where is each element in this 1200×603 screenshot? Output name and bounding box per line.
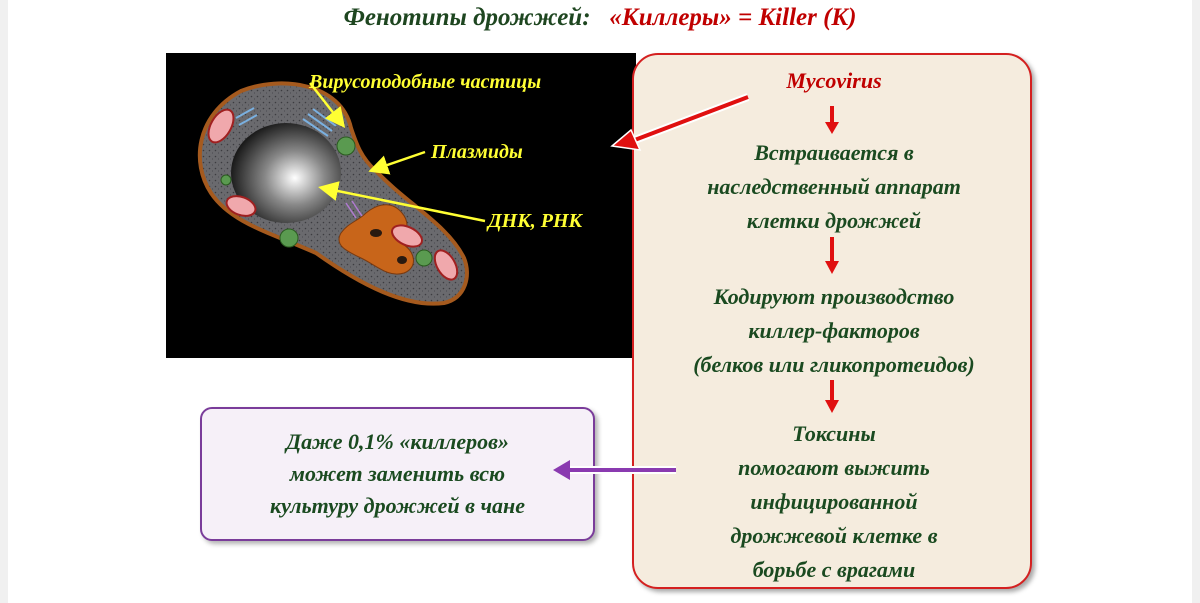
right-margin-bar: [1192, 0, 1200, 603]
title-killer: «Киллеры» = Killer (K): [609, 4, 857, 31]
flow-step3-line2: помогают выжить: [738, 455, 930, 480]
flow-step3-line4: дрожжевой клетке в: [730, 523, 938, 548]
flow-step3-line1: Токсины: [792, 421, 876, 446]
flow-step2-line3: (белков или гликопротеидов): [693, 352, 975, 377]
yeast-cell-illustration: Вирусоподобные частицы Плазмиды ДНК, РНК: [166, 53, 636, 358]
mycovirus-flow-box: Mycovirus Встраивается в наследственный …: [632, 53, 1032, 589]
flow-step3-line5: борьбе с врагами: [752, 557, 916, 582]
flow-step1-line3: клетки дрожжей: [746, 208, 922, 233]
page-title: Фенотипы дрожжей: «Киллеры» = Killer (K): [0, 4, 1200, 32]
killer-note-box: Даже 0,1% «киллеров» может заменить всю …: [200, 407, 595, 541]
flow-step1-line2: наследственный аппарат: [707, 174, 961, 199]
flow-step2-line2: киллер-факторов: [748, 318, 920, 343]
flow-step1-line1: Встраивается в: [754, 140, 914, 165]
label-dna-rna: ДНК, РНК: [488, 210, 583, 232]
mitochondria: [207, 108, 459, 281]
yeast-cell-drawing: [197, 81, 469, 306]
flow-step2-line1: Кодируют производство: [713, 284, 955, 309]
note-line-1: Даже 0,1% «киллеров»: [286, 429, 509, 454]
left-margin-bar: [0, 0, 8, 603]
label-plasmids: Плазмиды: [431, 141, 523, 163]
note-line-3: культуру дрожжей в чане: [269, 493, 525, 518]
title-phenotypes: Фенотипы дрожжей:: [343, 4, 591, 31]
flow-header-mycovirus: Mycovirus: [786, 68, 882, 93]
organelles-green: [220, 136, 433, 267]
note-line-2: может заменить всю: [289, 461, 506, 486]
flow-step3-line3: инфицированной: [750, 489, 918, 514]
label-virus-particles: Вирусоподобные частицы: [309, 71, 542, 93]
nucleus: [231, 123, 341, 223]
